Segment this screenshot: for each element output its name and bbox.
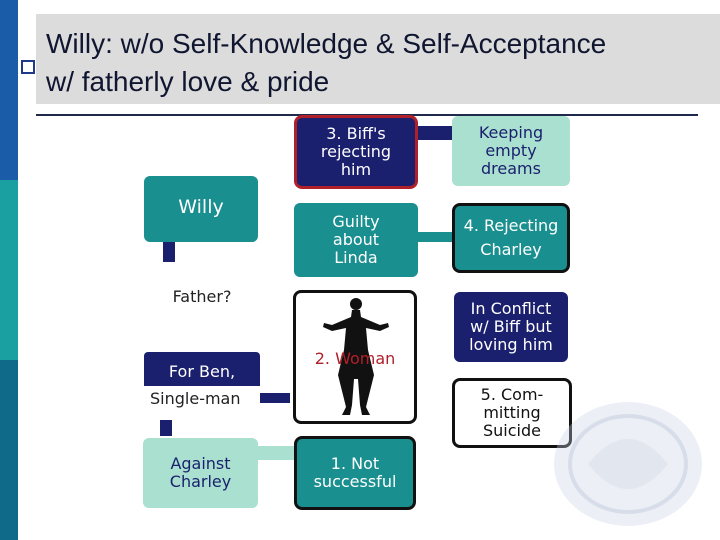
committing-suicide-node: 5. Com- mitting Suicide bbox=[452, 378, 572, 448]
against-charley-node: Against Charley bbox=[143, 438, 258, 508]
single-man-node: Single-man bbox=[144, 386, 260, 412]
seal-watermark-icon bbox=[554, 402, 702, 526]
for-ben-node: For Ben, bbox=[144, 352, 260, 392]
slide-title-line-2: w/ fatherly love & pride bbox=[46, 66, 330, 97]
connector bbox=[417, 126, 455, 140]
father-label: Father? bbox=[172, 287, 232, 306]
title-bar bbox=[36, 14, 720, 104]
willy-node: Willy bbox=[144, 176, 258, 242]
bullet-square-icon bbox=[21, 60, 35, 74]
connector bbox=[412, 232, 456, 242]
woman-silhouette-icon bbox=[323, 298, 389, 415]
connector bbox=[163, 242, 175, 262]
woman-node: 2. Woman bbox=[293, 290, 417, 424]
connector bbox=[160, 420, 172, 436]
guilty-linda-node: Guilty about Linda bbox=[294, 203, 418, 277]
not-successful-node: 1. Not successful bbox=[294, 436, 416, 510]
woman-label: 2. Woman bbox=[314, 349, 396, 368]
keeping-dreams-node: Keeping empty dreams bbox=[452, 116, 570, 186]
left-strip-blue bbox=[0, 0, 18, 180]
connector bbox=[258, 446, 298, 460]
connector bbox=[260, 393, 290, 403]
left-strip-dark bbox=[0, 360, 18, 540]
left-strip-teal bbox=[0, 180, 18, 360]
rejecting-charley-node: 4. Rejecting Charley bbox=[452, 203, 570, 273]
slide-title-line-1: Willy: w/o Self-Knowledge & Self-Accepta… bbox=[46, 28, 607, 59]
in-conflict-node: In Conflict w/ Biff but loving him bbox=[454, 292, 568, 362]
biffs-rejecting-node: 3. Biff's rejecting him bbox=[294, 115, 418, 189]
